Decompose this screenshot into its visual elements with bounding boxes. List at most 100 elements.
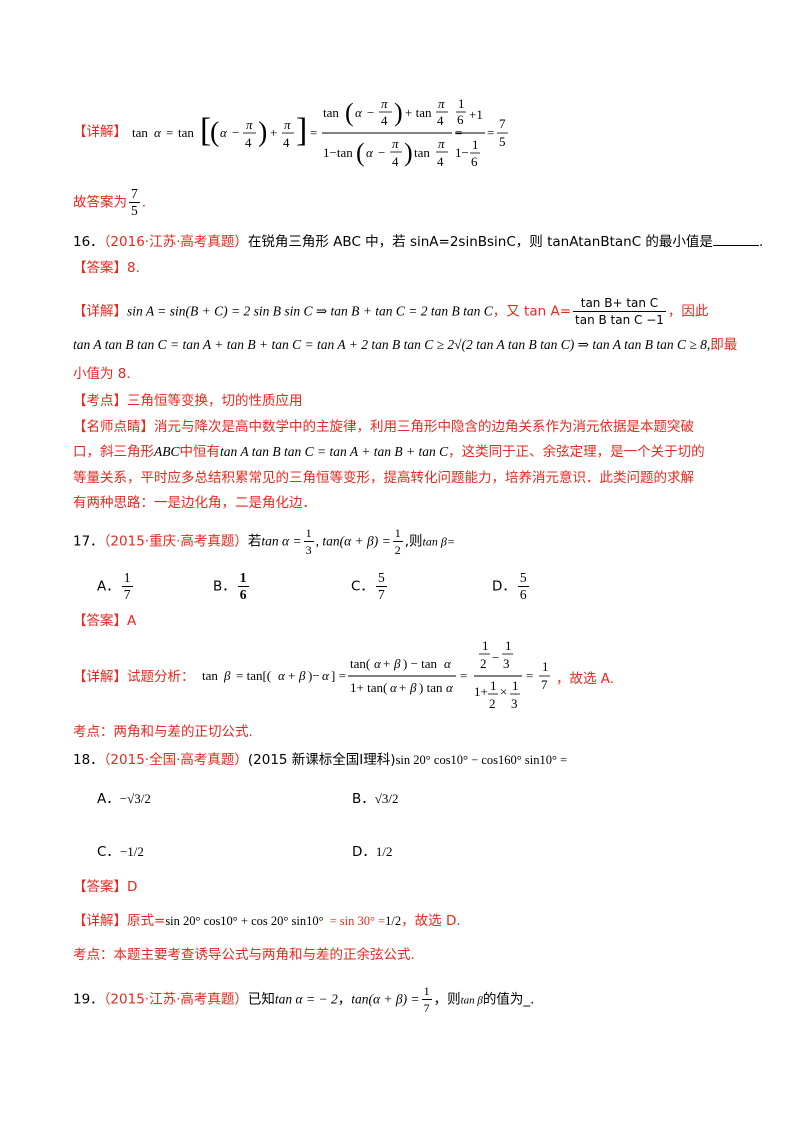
q18-option-d[interactable]: D．1/2: [352, 840, 393, 860]
option-label: D．: [352, 844, 376, 860]
svg-text:4: 4: [245, 135, 252, 150]
svg-text:1−: 1−: [455, 145, 469, 160]
svg-text:α: α: [374, 656, 382, 671]
option-label: C．: [97, 844, 120, 860]
fraction-numerator: 7: [131, 186, 138, 201]
tangent-identity: tan A tan B tan C = tan A + tan B + tan …: [220, 444, 449, 459]
answer-blank: [712, 233, 759, 246]
svg-text:(: (: [356, 138, 365, 167]
svg-text:α: α: [446, 680, 454, 695]
svg-text:1: 1: [482, 638, 489, 653]
svg-text:+: +: [399, 680, 406, 695]
svg-text:tan(: tan(: [350, 656, 370, 671]
answer-value: A: [127, 613, 137, 629]
detail-end: ，故选 D.: [401, 913, 461, 929]
svg-text:α: α: [220, 125, 228, 140]
stem-text: 已知: [247, 991, 275, 1008]
svg-text:5: 5: [499, 134, 506, 149]
svg-text:7: 7: [499, 116, 506, 131]
fraction-numerator: 1: [423, 984, 430, 998]
q15-detail-line: 【详解】: [73, 123, 127, 141]
question-source: （2016·江苏·高考真题）: [103, 234, 248, 250]
svg-text:]: ]: [296, 112, 307, 149]
svg-text:−: −: [232, 125, 239, 140]
stem-formula: tan β=: [422, 534, 455, 549]
fraction-denominator: 7: [423, 1001, 430, 1015]
svg-text:7: 7: [541, 677, 548, 692]
detail-label: 【详解】: [73, 303, 127, 320]
svg-text:3: 3: [503, 656, 510, 671]
svg-text:π: π: [392, 136, 399, 151]
svg-text:β: β: [409, 680, 417, 695]
svg-text:α: α: [278, 668, 286, 683]
svg-text:[: [: [200, 112, 211, 149]
fraction-denominator: 6: [239, 587, 247, 602]
question-stem: 在锐角三角形 ABC 中，若 sinA=2sinBsinC，则 tanAtanB…: [247, 234, 713, 250]
fraction-numerator: 1: [123, 570, 131, 585]
stem-text: 的值为_.: [482, 991, 535, 1008]
detail-line2-end: 即最: [710, 337, 738, 353]
detail-half: 1/2: [385, 914, 402, 928]
q18-option-a[interactable]: A．−√3/2: [97, 787, 151, 807]
svg-text:2: 2: [480, 656, 487, 671]
q17-detail-end: ，故选 A.: [556, 671, 615, 687]
svg-text:=: =: [460, 668, 467, 683]
svg-text:) − tan: ) − tan: [403, 656, 438, 671]
svg-text:): ): [404, 138, 413, 167]
svg-text:2: 2: [489, 696, 496, 711]
option-label: B．: [352, 791, 375, 807]
svg-text:4: 4: [381, 113, 388, 128]
svg-text:+ tan: + tan: [405, 105, 432, 120]
q18-detail-line: 【详解】原式=sin 20° cos10° + cos 20° sin10°= …: [73, 912, 461, 930]
svg-text:π: π: [284, 117, 291, 132]
detail-formula: sin A = sin(B + C) = 2 sin B sin C ⇒ tan…: [127, 303, 493, 319]
stem-text: 若: [247, 533, 262, 550]
q15-formula-result: 16 +1 1− 16 = 75: [455, 96, 508, 169]
option-label: A．: [97, 578, 120, 595]
stem-formula: tan β: [460, 994, 483, 1007]
q16-mingshi-line2: 口，斜三角形ABC中恒有tan A tan B tan C = tan A + …: [73, 443, 705, 461]
svg-text:π: π: [438, 96, 445, 111]
mingshi-text: 口，斜三角形: [73, 444, 154, 460]
option-label: D．: [492, 578, 516, 595]
svg-text:+: +: [383, 656, 390, 671]
stem-text: ,则: [404, 533, 423, 550]
option-label: C．: [351, 578, 374, 595]
question-source: （2015·重庆·高考真题）: [103, 533, 248, 550]
fraction-numerator: 5: [377, 570, 385, 585]
svg-text:] =: ] =: [331, 668, 346, 683]
q16-detail-line2: tan A tan B tan C = tan A + tan B + tan …: [73, 336, 737, 354]
q16-mingshi-line4: 有两种思路：一是边化角，二是角化边．: [73, 495, 316, 511]
fraction-numerator: 5: [519, 570, 527, 585]
q16-stem-line: 16．（2016·江苏·高考真题）在锐角三角形 ABC 中，若 sinA=2si…: [73, 233, 763, 251]
svg-text:4: 4: [392, 154, 399, 169]
q18-option-b[interactable]: B．√3/2: [352, 787, 399, 807]
stem-end: .: [758, 234, 764, 250]
stem-text: ，则: [433, 991, 461, 1008]
svg-text:α: α: [366, 145, 374, 160]
q19-stem-line: 19．（2015·江苏·高考真题）已知tan α = − 2，tan(α + β…: [73, 983, 534, 1016]
fraction-numerator: tan B+ tan C: [580, 296, 659, 310]
svg-text:+: +: [288, 668, 295, 683]
fraction-numerator: 1: [239, 570, 247, 585]
svg-text:=: =: [487, 125, 494, 140]
svg-text:1: 1: [490, 678, 497, 693]
fraction-denominator: 6: [519, 587, 527, 602]
svg-text:β: β: [223, 668, 231, 683]
q18-option-c[interactable]: C．−1/2: [97, 840, 144, 860]
svg-text:β: β: [298, 668, 306, 683]
detail-eq-text: = sin 30° =: [329, 914, 386, 928]
question-source: （2015·全国·高考真题）: [103, 752, 248, 768]
svg-text:α: α: [154, 125, 162, 140]
svg-text:1+ tan(: 1+ tan(: [350, 680, 387, 695]
q17-option-d[interactable]: D．5 6: [492, 570, 531, 603]
